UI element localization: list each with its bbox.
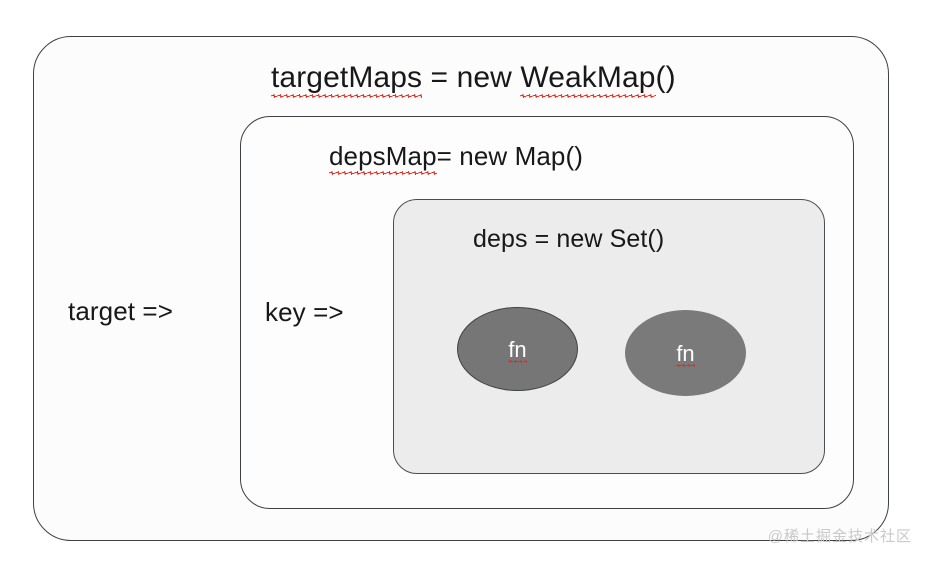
targetmaps-label: targetMaps = new WeakMap()	[271, 61, 676, 98]
depsmap-misspelled-word: depsMap	[329, 141, 437, 175]
deps-label: deps = new Set()	[473, 225, 665, 253]
watermark: @稀土掘金技术社区	[767, 528, 912, 545]
target-arrow-label: target =>	[68, 296, 173, 326]
fn-node-1-label: fn	[508, 337, 528, 364]
depsmap-label: depsMap= new Map()	[329, 141, 583, 175]
fn-node-1: fn	[457, 307, 578, 391]
depsmap-label-rest: = new Map()	[436, 141, 583, 171]
targetmaps-label-operator: = new	[422, 61, 521, 94]
targetmaps-misspelled-word: targetMaps	[271, 61, 423, 98]
fn-node-2-label: fn	[676, 341, 696, 368]
fn-node-2: fn	[625, 310, 746, 396]
targetmaps-label-parens: ()	[655, 61, 676, 94]
weakmap-misspelled-word: WeakMap	[520, 61, 656, 98]
key-arrow-label: key =>	[265, 297, 344, 327]
